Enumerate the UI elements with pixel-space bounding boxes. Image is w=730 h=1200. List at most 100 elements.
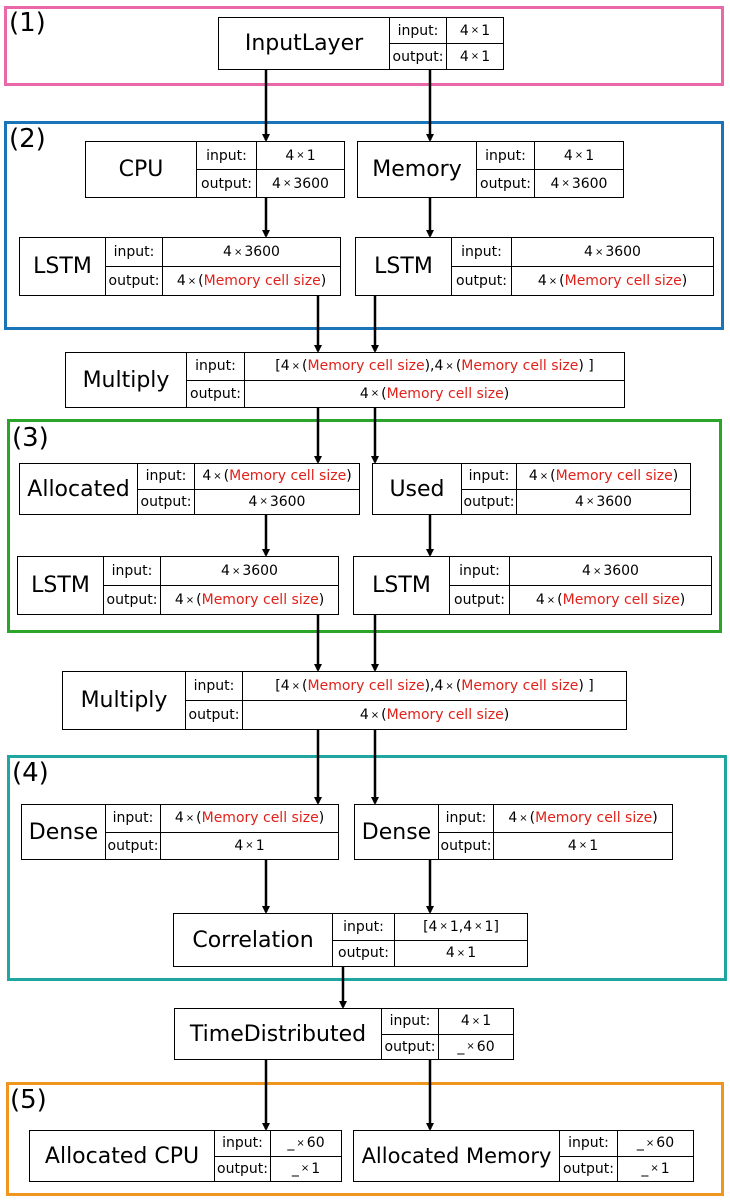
output-value: 4×1 xyxy=(234,837,265,854)
output-value: 4×3600 xyxy=(575,493,632,510)
input-value: 4×1 xyxy=(459,22,491,39)
node-name: Multiply xyxy=(62,671,186,730)
group-5-label: (5) xyxy=(10,1085,47,1115)
input-key: input: xyxy=(186,672,243,700)
group-2-box xyxy=(4,121,724,330)
group-1-label: (1) xyxy=(9,8,46,38)
output-key: output: xyxy=(215,1156,271,1181)
node-name: LSTM xyxy=(19,237,106,296)
group-5-box xyxy=(6,1082,724,1196)
output-key: output: xyxy=(390,44,447,69)
output-value: 4×1 xyxy=(459,48,491,65)
output-value: 4×(Memory cell size) xyxy=(174,592,325,608)
io-table: input:4×3600 output:4×(Memory cell size) xyxy=(450,556,712,615)
input-key: input: xyxy=(477,142,535,169)
output-key: output: xyxy=(439,832,494,859)
node-name: Allocated Memory xyxy=(353,1130,560,1182)
node-inputlayer: InputLayer input:4×1 output:4×1 xyxy=(218,17,504,70)
io-table: input:[ 4×(Memory cell size), 4×(Memory … xyxy=(187,352,625,408)
output-key: output: xyxy=(186,701,243,729)
input-value: 4×(Memory cell size) xyxy=(174,810,325,827)
io-table: input:4×3600 output:4×(Memory cell size) xyxy=(106,237,341,296)
io-table: input:4×1 output:_×60 xyxy=(382,1008,514,1060)
input-key: input: xyxy=(382,1009,439,1034)
output-key: output: xyxy=(462,489,517,514)
input-key: input: xyxy=(333,914,395,940)
node-name: Dense xyxy=(354,804,439,860)
node-name: TimeDistributed xyxy=(174,1008,382,1060)
io-table: input: 4×3600 output: 4×(Memory cell size) xyxy=(104,556,339,615)
output-key: output: xyxy=(382,1034,439,1059)
io-table: input:4×1 output:4×3600 xyxy=(197,141,345,198)
io-table: input:[ 4×1, 4×1 ] output:4×1 xyxy=(333,913,528,967)
output-key: output: xyxy=(187,380,245,407)
input-value: 4×3600 xyxy=(223,244,280,260)
output-key: output: xyxy=(106,832,161,859)
input-key: input: xyxy=(462,464,517,489)
output-key: output: xyxy=(452,267,512,295)
input-key: input: xyxy=(106,805,161,832)
input-key: input: xyxy=(106,238,163,266)
output-value: 4×3600 xyxy=(248,493,306,510)
io-table: input: [ 4×(Memory cell size), 4×(Memory … xyxy=(186,671,627,730)
node-name: Memory xyxy=(357,141,477,198)
node-name: CPU xyxy=(85,141,197,198)
node-name: Used xyxy=(372,463,462,515)
input-value: 4×(Memory cell size) xyxy=(202,468,352,485)
output-value: 4×(Memory cell size) xyxy=(537,273,688,289)
input-value: 4×(Memory cell size) xyxy=(508,810,658,827)
node-lstm-allocated: LSTM input: 4×3600 output: 4×(Memory cell … xyxy=(17,556,339,615)
node-allocated-memory: Allocated Memory input:_×60 output:_×1 xyxy=(353,1130,694,1182)
io-table: input: 4×(Memory cell size) output: 4×3600 xyxy=(462,463,691,515)
group-4-label: (4) xyxy=(12,758,49,788)
node-dense-1: Dense input: 4×(Memory cell size) output:… xyxy=(21,804,339,860)
node-memory: Memory input:4×1 output:4×3600 xyxy=(357,141,624,198)
input-key: input: xyxy=(450,557,510,585)
node-lstm-memory: LSTM input: 4×3600 output: 4×(Memory cell … xyxy=(355,237,714,296)
node-timedistributed: TimeDistributed input:4×1 output:_×60 xyxy=(174,1008,514,1060)
input-key: input: xyxy=(452,238,512,266)
node-correlation: Correlation input:[ 4×1, 4×1 ] output:4×… xyxy=(173,913,528,967)
node-multiply-1: Multiply input:[ 4×(Memory cell size), 4… xyxy=(65,352,625,408)
output-key: output: xyxy=(138,489,195,514)
input-value: _×60 xyxy=(287,1135,325,1152)
node-name: Allocated xyxy=(19,463,138,515)
group-1-box xyxy=(4,6,724,86)
node-name: Dense xyxy=(21,804,106,860)
node-name: LSTM xyxy=(17,556,104,615)
output-value: _×1 xyxy=(291,1160,321,1177)
input-value: 4×3600 xyxy=(221,563,278,579)
input-value: 4×1 xyxy=(285,147,316,164)
input-value: 4×3600 xyxy=(584,244,641,260)
input-key: input: xyxy=(390,18,447,43)
input-value: 4×(Memory cell size) xyxy=(528,468,679,485)
output-value: 4×(Memory cell size) xyxy=(359,385,510,402)
output-key: output: xyxy=(477,170,535,197)
output-value: 4×(Memory cell size) xyxy=(535,592,686,608)
node-name: Multiply xyxy=(65,352,187,408)
output-key: output: xyxy=(104,586,161,614)
input-value: [ 4×(Memory cell size), 4×(Memory cell s… xyxy=(275,678,594,694)
input-key: input: xyxy=(560,1131,618,1156)
input-key: input: xyxy=(104,557,161,585)
group-3-box xyxy=(7,419,722,633)
node-lstm-cpu: LSTM input:4×3600 output:4×(Memory cell … xyxy=(19,237,341,296)
node-lstm-used: LSTM input:4×3600 output:4×(Memory cell … xyxy=(353,556,712,615)
node-name: Correlation xyxy=(173,913,333,967)
input-value: [ 4×1, 4×1 ] xyxy=(423,918,499,935)
io-table: input:_×60 output:_×1 xyxy=(560,1130,694,1182)
node-dense-2: Dense input:4×(Memory cell size) output:… xyxy=(354,804,673,860)
output-value: 4×3600 xyxy=(272,175,329,192)
output-value: 4×3600 xyxy=(550,175,608,192)
node-used: Used input: 4×(Memory cell size) output: 4… xyxy=(372,463,691,515)
input-key: input: xyxy=(215,1131,271,1156)
node-name: LSTM xyxy=(355,237,452,296)
output-value: 4×1 xyxy=(567,837,599,854)
output-key: output: xyxy=(450,586,510,614)
node-allocated-cpu: Allocated CPU input:_×60 output:_×1 xyxy=(29,1130,342,1182)
io-table: input: 4×(Memory cell size) output: 4×3600 xyxy=(138,463,360,515)
node-name: LSTM xyxy=(353,556,450,615)
input-key: input: xyxy=(138,464,195,489)
output-key: output: xyxy=(106,267,163,295)
